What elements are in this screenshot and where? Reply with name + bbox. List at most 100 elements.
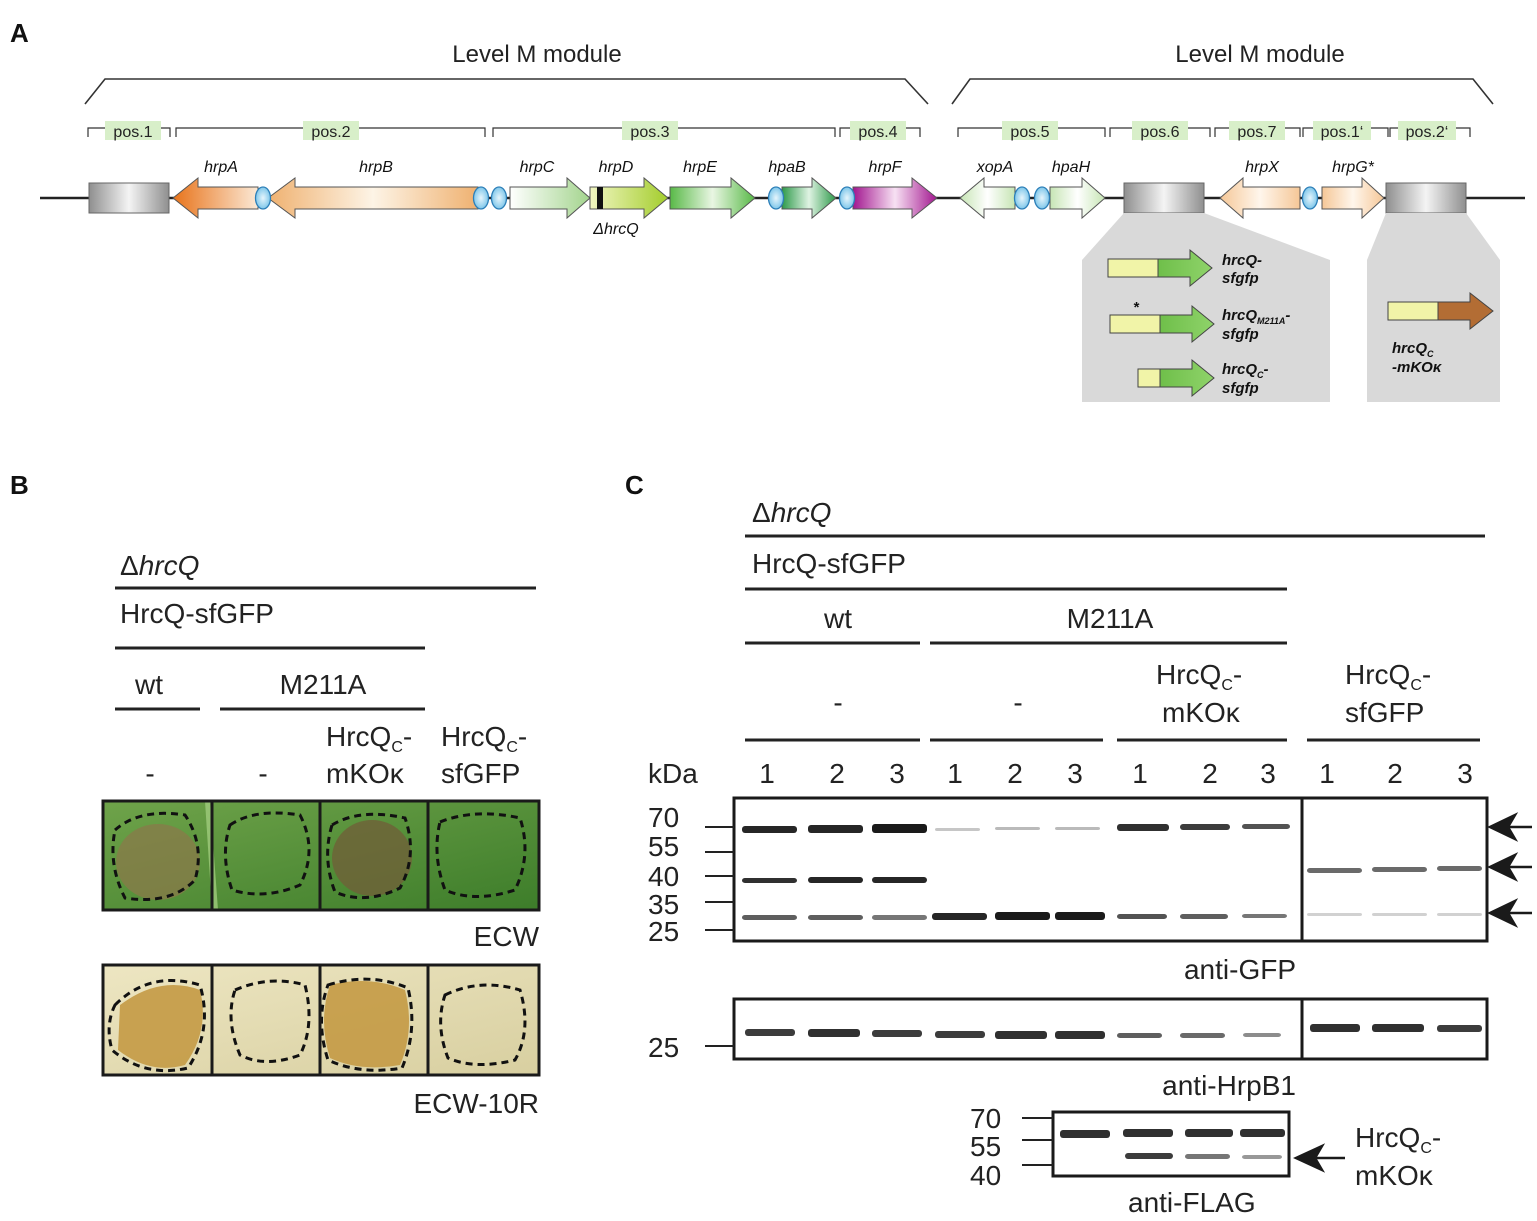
gray-box-1: [88, 182, 170, 214]
pos-label-7: pos.7: [1237, 124, 1276, 141]
panel-c-group3-label-b: mKOκ: [1162, 697, 1241, 728]
infiltration-outline-ecw10r-3: [320, 977, 414, 1072]
gene-label-hrpB: hrpB: [359, 159, 393, 176]
gene-arrow-hrpX: [1219, 176, 1301, 220]
lane-number: 1: [947, 758, 963, 789]
panel-b-col2-dash: -: [258, 758, 267, 789]
infiltration-outline-ecw10r-4: [439, 983, 527, 1067]
panel-c-group4-label-a: HrcQC-: [1345, 659, 1431, 694]
panel-label-b: B: [10, 470, 29, 500]
flag-bands: [1060, 1129, 1285, 1159]
gene-label-hpaH: hpaH: [1052, 159, 1091, 176]
panel-b-strain-label: ΔhrcQ: [120, 550, 199, 581]
lane-number: 3: [1457, 758, 1473, 789]
m211a-star: *: [1133, 299, 1140, 316]
position-labels: pos.1 pos.2 pos.3 pos.4 pos.5 pos.6 pos.…: [105, 121, 1456, 141]
insert3-label-a: hrcQC-: [1222, 361, 1269, 380]
insert4-label-a: hrcQC: [1392, 340, 1434, 359]
gene-label-hrpF: hrpF: [869, 159, 903, 176]
gfp-bands: [742, 824, 1482, 920]
blot-label-anti-flag: anti-FLAG: [1128, 1187, 1256, 1218]
blot-anti-gfp: [732, 796, 1489, 943]
pos-label-6: pos.6: [1140, 124, 1179, 141]
gene-arrow-hrpC: [509, 176, 591, 220]
infiltration-outline-ecw-1: [111, 811, 200, 902]
panel-b-col1-dash: -: [145, 758, 154, 789]
plant-label-ecw10r: ECW-10R: [413, 1088, 539, 1119]
insert1-sfgfp-arrow: [1157, 248, 1213, 288]
lane-number: 1: [1319, 758, 1335, 789]
panel-c-wt-label: wt: [823, 603, 852, 634]
infiltration-outline-ecw-2: [223, 811, 311, 896]
flag-marker-55: 55: [970, 1131, 1001, 1162]
infiltration-outline-ecw-3: [326, 812, 412, 900]
gfp-marker-40: 40: [648, 861, 679, 892]
panel-c-group3-label-a: HrcQC-: [1156, 659, 1242, 694]
gene-label-hrpC: hrpC: [520, 159, 555, 176]
hrpb1-marker-25: 25: [648, 1032, 679, 1063]
insert3-hrcQC-block: [1137, 368, 1161, 388]
blot-anti-hrpb1: [732, 997, 1489, 1061]
gene-arrow-hrpF: [852, 176, 938, 220]
lane-number: 1: [1132, 758, 1148, 789]
gene-arrow-hpaH: [1049, 176, 1106, 220]
hr-lesion-ecw10r-3: [324, 981, 409, 1068]
insert3-sfgfp-arrow: [1159, 358, 1215, 398]
panel-c-group4-label-b: sfGFP: [1345, 697, 1424, 728]
gfp-marker-ticks: [705, 826, 734, 931]
panel-b-col4-label-b: sfGFP: [441, 758, 520, 789]
pos-label-2-prime: pos.2‘: [1406, 124, 1449, 141]
lane-number: 2: [1007, 758, 1023, 789]
panel-label-a: A: [10, 18, 29, 48]
plant-label-ecw: ECW: [474, 921, 540, 952]
blot-anti-flag: [1051, 1110, 1291, 1178]
gene-label-xopA: xopA: [976, 159, 1013, 176]
gene-arrow-hrpE: [669, 176, 756, 220]
insert1-label-b: sfgfp: [1222, 270, 1259, 287]
gene-label-hrpE: hrpE: [683, 159, 717, 176]
pos-label-2: pos.2: [311, 124, 350, 141]
hrpb1-bands: [745, 1024, 1482, 1039]
panel-c-strain-label: ΔhrcQ: [752, 497, 831, 528]
panel-b-mutant-label: M211A: [280, 669, 367, 700]
module-bracket-1: [84, 78, 929, 105]
panel-c-construct-label: HrcQ-sfGFP: [752, 548, 906, 579]
pos-label-4: pos.4: [858, 124, 897, 141]
hr-lesion-ecw10r-1: [118, 985, 203, 1068]
gfp-marker-70: 70: [648, 802, 679, 833]
gray-box-2: [1123, 182, 1205, 214]
gene-label-hrpA: hrpA: [204, 159, 238, 176]
panel-b-col4-label-a: HrcQC-: [441, 721, 527, 756]
gfp-marker-35: 35: [648, 889, 679, 920]
gene-arrow-xopA: [959, 176, 1016, 220]
flag-band-arrow: [1293, 1143, 1345, 1173]
lane-number: 3: [1067, 758, 1083, 789]
panel-b-construct-label: HrcQ-sfGFP: [120, 598, 274, 629]
kda-label: kDa: [648, 758, 698, 789]
gray-box-3: [1385, 182, 1467, 214]
gene-label-hrpD: hrpD: [599, 159, 634, 176]
gfp-marker-55: 55: [648, 831, 679, 862]
gfp-band-arrows: [1487, 812, 1532, 928]
lane-numbers: 1 2 3 1 2 3 1 2 3 1 2 3: [759, 758, 1473, 789]
pos-label-5: pos.5: [1010, 124, 1049, 141]
hr-lesion-ecw-1: [116, 824, 200, 900]
module-label-1: Level M module: [452, 41, 621, 68]
insert2-label-a: hrcQM211A-: [1222, 307, 1290, 326]
insert4-label-b: -mKOκ: [1392, 359, 1443, 376]
infiltration-outline-ecw-4: [435, 812, 527, 898]
fusion-sites: [254, 186, 1319, 210]
deletion-label: ΔhrcQ: [592, 221, 638, 238]
pos-label-3: pos.3: [630, 124, 669, 141]
leaf-strip-ecw: [101, 799, 541, 912]
gene-arrow-hrpG: [1321, 176, 1385, 220]
panel-c-group2-dash: -: [1013, 687, 1022, 718]
gene-arrow-hrpB: [267, 177, 479, 219]
panel-c-mutant-label: M211A: [1067, 603, 1154, 634]
gene-arrow-hpaB: [781, 176, 837, 220]
panel-b-col3-label-b: mKOκ: [326, 758, 405, 789]
flag-arrow-label-b: mKOκ: [1355, 1160, 1434, 1191]
pos-label-1-prime: pos.1‘: [1321, 124, 1364, 141]
flag-marker-70: 70: [970, 1103, 1001, 1134]
